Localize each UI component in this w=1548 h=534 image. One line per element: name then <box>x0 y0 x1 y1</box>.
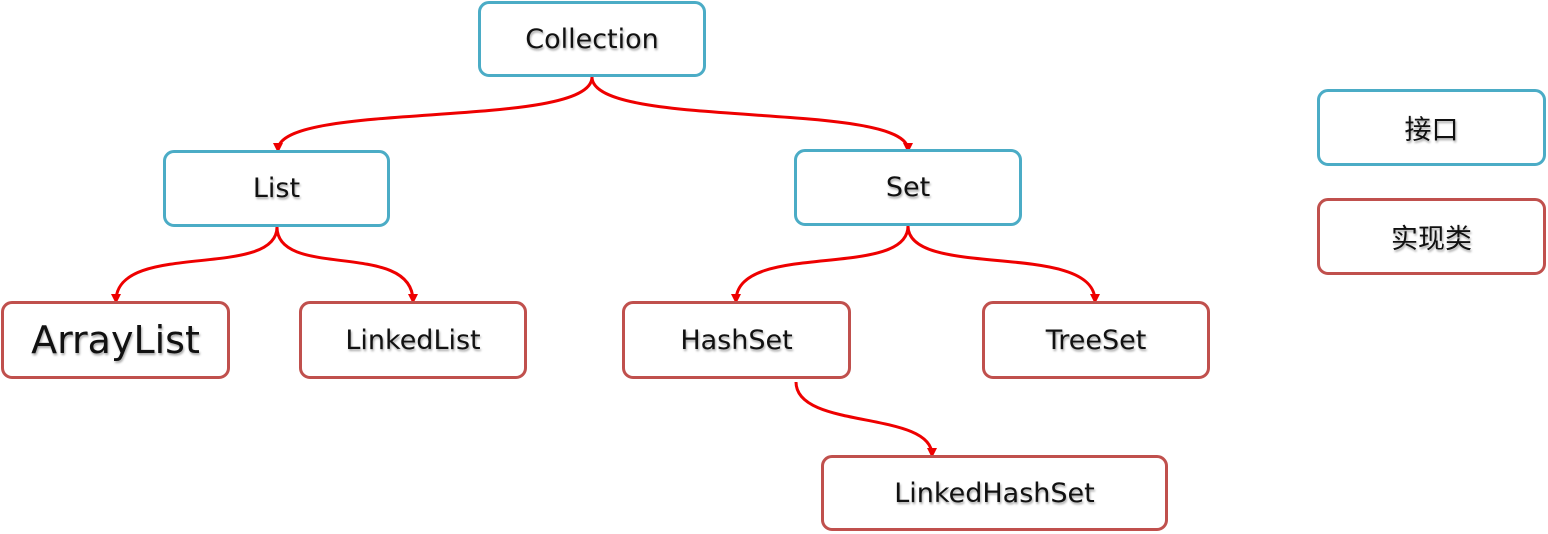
edge-collection-list <box>273 76 594 153</box>
edge-set-treeset <box>906 225 1100 304</box>
edge-set-hashset <box>731 225 910 304</box>
node-arraylist-label: ArrayList <box>31 318 200 362</box>
node-linkedhashset-label: LinkedHashSet <box>894 477 1095 509</box>
legend-interface: 接口 <box>1317 89 1546 166</box>
node-hashset-label: HashSet <box>680 324 793 356</box>
node-treeset-label: TreeSet <box>1045 324 1147 356</box>
node-linkedlist: LinkedList <box>299 301 527 379</box>
node-hashset: HashSet <box>622 301 851 379</box>
legend-interface-label: 接口 <box>1404 115 1459 146</box>
node-set-label: Set <box>885 172 931 203</box>
edge-list-arraylist <box>111 226 279 304</box>
node-collection: Collection <box>478 1 706 77</box>
node-linkedlist-label: LinkedList <box>345 324 481 356</box>
node-collection-label: Collection <box>525 23 659 55</box>
legend-implementation: 实现类 <box>1317 198 1546 275</box>
edge-hashset-linkedhashset <box>794 381 937 458</box>
node-set: Set <box>794 149 1022 226</box>
node-linkedhashset: LinkedHashSet <box>821 455 1168 531</box>
edge-collection-set <box>590 76 913 153</box>
legend-implementation-label: 实现类 <box>1391 224 1472 255</box>
node-treeset: TreeSet <box>982 301 1210 379</box>
node-list-label: List <box>252 173 301 204</box>
node-list: List <box>163 150 390 227</box>
node-arraylist: ArrayList <box>1 301 230 379</box>
edge-list-linkedlist <box>275 226 418 304</box>
